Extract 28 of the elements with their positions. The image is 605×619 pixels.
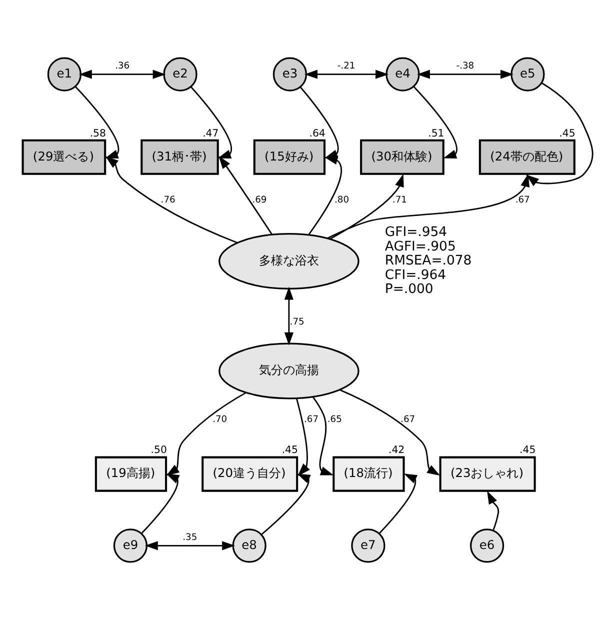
label: RMSEA=.078	[384, 253, 472, 268]
node-label: .45	[281, 444, 298, 456]
edge-label: -.21	[336, 60, 355, 71]
node-label: .42	[388, 444, 404, 456]
edge-label: .70	[212, 414, 227, 424]
edge-label: .35	[182, 532, 197, 542]
node-label: .47	[202, 128, 218, 139]
node-label: .58	[89, 128, 106, 139]
edge-label: .67	[400, 414, 415, 424]
edge-label: -.38	[456, 60, 474, 71]
edge-label: .67	[514, 195, 530, 206]
edge-label: .71	[392, 195, 406, 206]
node-label: .50	[150, 444, 166, 456]
edge-label: .76	[160, 195, 175, 206]
edge-label: .75	[289, 316, 304, 327]
label: P=.000	[384, 282, 433, 297]
node-label: .51	[428, 128, 444, 139]
edge-label: .65	[326, 414, 342, 424]
edge-label: .69	[252, 195, 266, 206]
node-label: .45	[519, 444, 536, 456]
node-label: .45	[558, 128, 575, 139]
label: GFI=.954	[384, 224, 447, 240]
edge-label: .36	[114, 60, 130, 71]
label: AGFI=.905	[384, 238, 456, 254]
edge-label: .67	[304, 414, 318, 424]
label: CFI=.964	[384, 267, 446, 282]
edge-label: .80	[334, 195, 349, 206]
node-label: .64	[308, 128, 325, 139]
